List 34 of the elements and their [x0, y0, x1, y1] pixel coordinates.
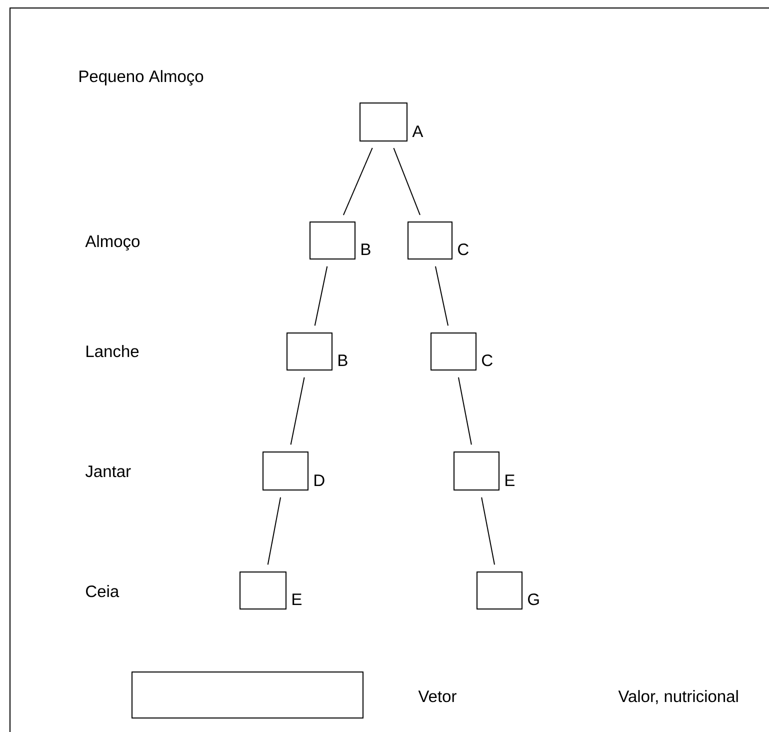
box: [454, 452, 500, 490]
box: [360, 102, 408, 142]
row-label: Pequeno Almoço: [80, 70, 204, 86]
row-label: Lanche: [86, 345, 139, 358]
box: [286, 332, 332, 370]
box: [132, 672, 364, 718]
node-letter: B: [338, 354, 348, 366]
node-letter: G: [528, 593, 539, 606]
row-label: Valor, nutricional: [618, 690, 738, 704]
node-letter: Vetor: [418, 690, 456, 702]
node-letter: A: [412, 126, 424, 137]
connector-line: [314, 266, 328, 326]
box: [262, 452, 308, 490]
row-label: Jantar: [85, 466, 131, 478]
box: [476, 572, 522, 610]
node-letter: C: [482, 354, 492, 366]
node-letter: C: [458, 243, 468, 256]
node-letter: E: [506, 474, 514, 486]
box: [430, 332, 476, 370]
node-letter: E: [292, 594, 302, 605]
box: [408, 222, 452, 260]
connector-line: [267, 496, 282, 566]
connector-line: [393, 148, 420, 216]
connector-line: [481, 496, 496, 566]
box: [310, 222, 356, 260]
connector-line: [434, 266, 449, 326]
node-letter: D: [314, 474, 324, 486]
row-label: Almoço: [85, 235, 140, 250]
connector-line: [458, 376, 472, 446]
row-label: Ceia: [86, 585, 120, 598]
connector-line: [342, 147, 373, 216]
box: [240, 572, 286, 610]
connector-line: [290, 376, 305, 446]
node-letter: B: [362, 244, 370, 255]
